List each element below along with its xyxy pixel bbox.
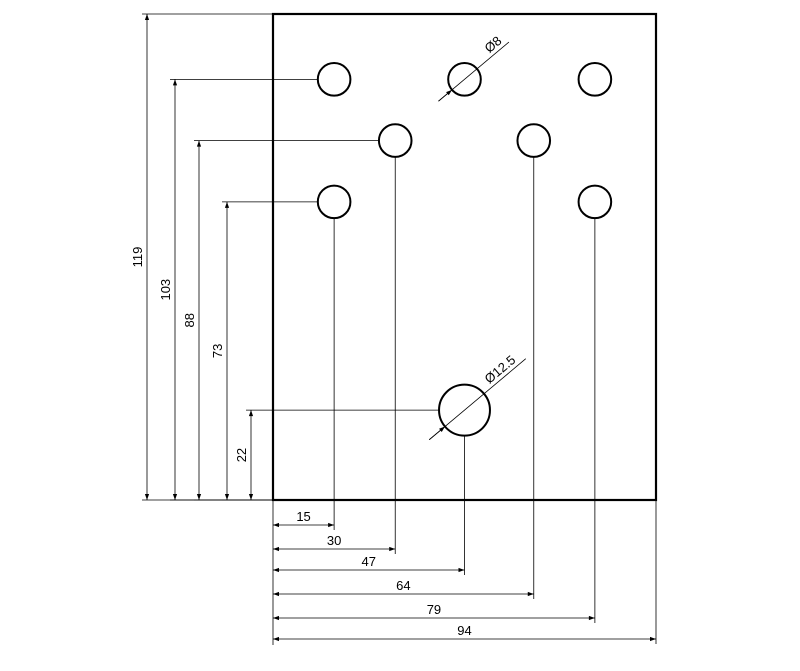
hdim-label-30: 30 bbox=[327, 533, 341, 548]
plate-outline bbox=[271, 12, 658, 502]
diameter-small-arrow bbox=[438, 89, 453, 102]
hole-5 bbox=[516, 123, 552, 158]
holes bbox=[316, 62, 613, 437]
hole-7 bbox=[577, 184, 613, 220]
diameter-small-label: Ø8 bbox=[482, 33, 505, 56]
hdim-label-79: 79 bbox=[427, 602, 441, 617]
vertical-dimensions: 119 103 88 73 22 bbox=[130, 13, 465, 501]
horizontal-dimensions: 15 30 47 64 79 94 bbox=[272, 140, 657, 645]
hdim-label-15: 15 bbox=[296, 509, 310, 524]
hole-4 bbox=[377, 123, 413, 158]
vdim-label-103: 103 bbox=[158, 279, 173, 301]
vdim-label-73: 73 bbox=[210, 344, 225, 358]
hole-3 bbox=[577, 62, 613, 97]
vdim-label-22: 22 bbox=[234, 448, 249, 462]
hdim-label-94: 94 bbox=[457, 623, 471, 638]
hdim-label-47: 47 bbox=[362, 554, 376, 569]
hole-1 bbox=[316, 62, 352, 97]
vdim-label-119: 119 bbox=[130, 247, 145, 268]
diameter-large-leader bbox=[429, 358, 527, 441]
vdim-label-88: 88 bbox=[182, 313, 197, 327]
hole-6 bbox=[316, 184, 352, 220]
diameter-large-arrow bbox=[429, 426, 446, 441]
hdim-label-64: 64 bbox=[396, 578, 410, 593]
